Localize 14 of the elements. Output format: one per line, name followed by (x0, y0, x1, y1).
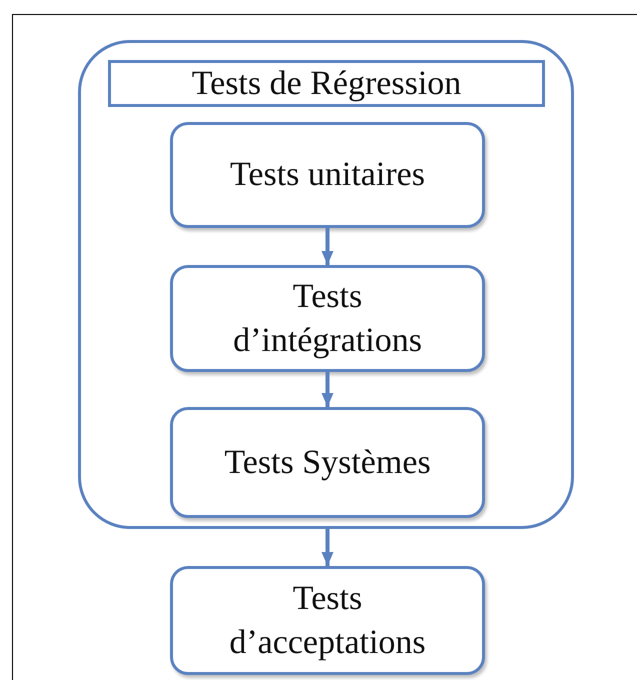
arrow (322, 529, 334, 566)
arrow (322, 228, 334, 265)
node-label: Tests de Régression (190, 64, 462, 104)
node-label: Tests d’acceptations (228, 579, 427, 662)
process-box (170, 265, 485, 372)
process-box (170, 407, 485, 518)
process-box (170, 122, 485, 228)
node-label: Tests Systèmes (223, 442, 432, 483)
title-box (108, 60, 545, 107)
process-box (170, 566, 485, 675)
node-label: Tests d’intégrations (232, 277, 423, 360)
node-label: Tests unitaires (229, 155, 426, 196)
group-container (78, 40, 574, 529)
arrow (322, 372, 334, 407)
